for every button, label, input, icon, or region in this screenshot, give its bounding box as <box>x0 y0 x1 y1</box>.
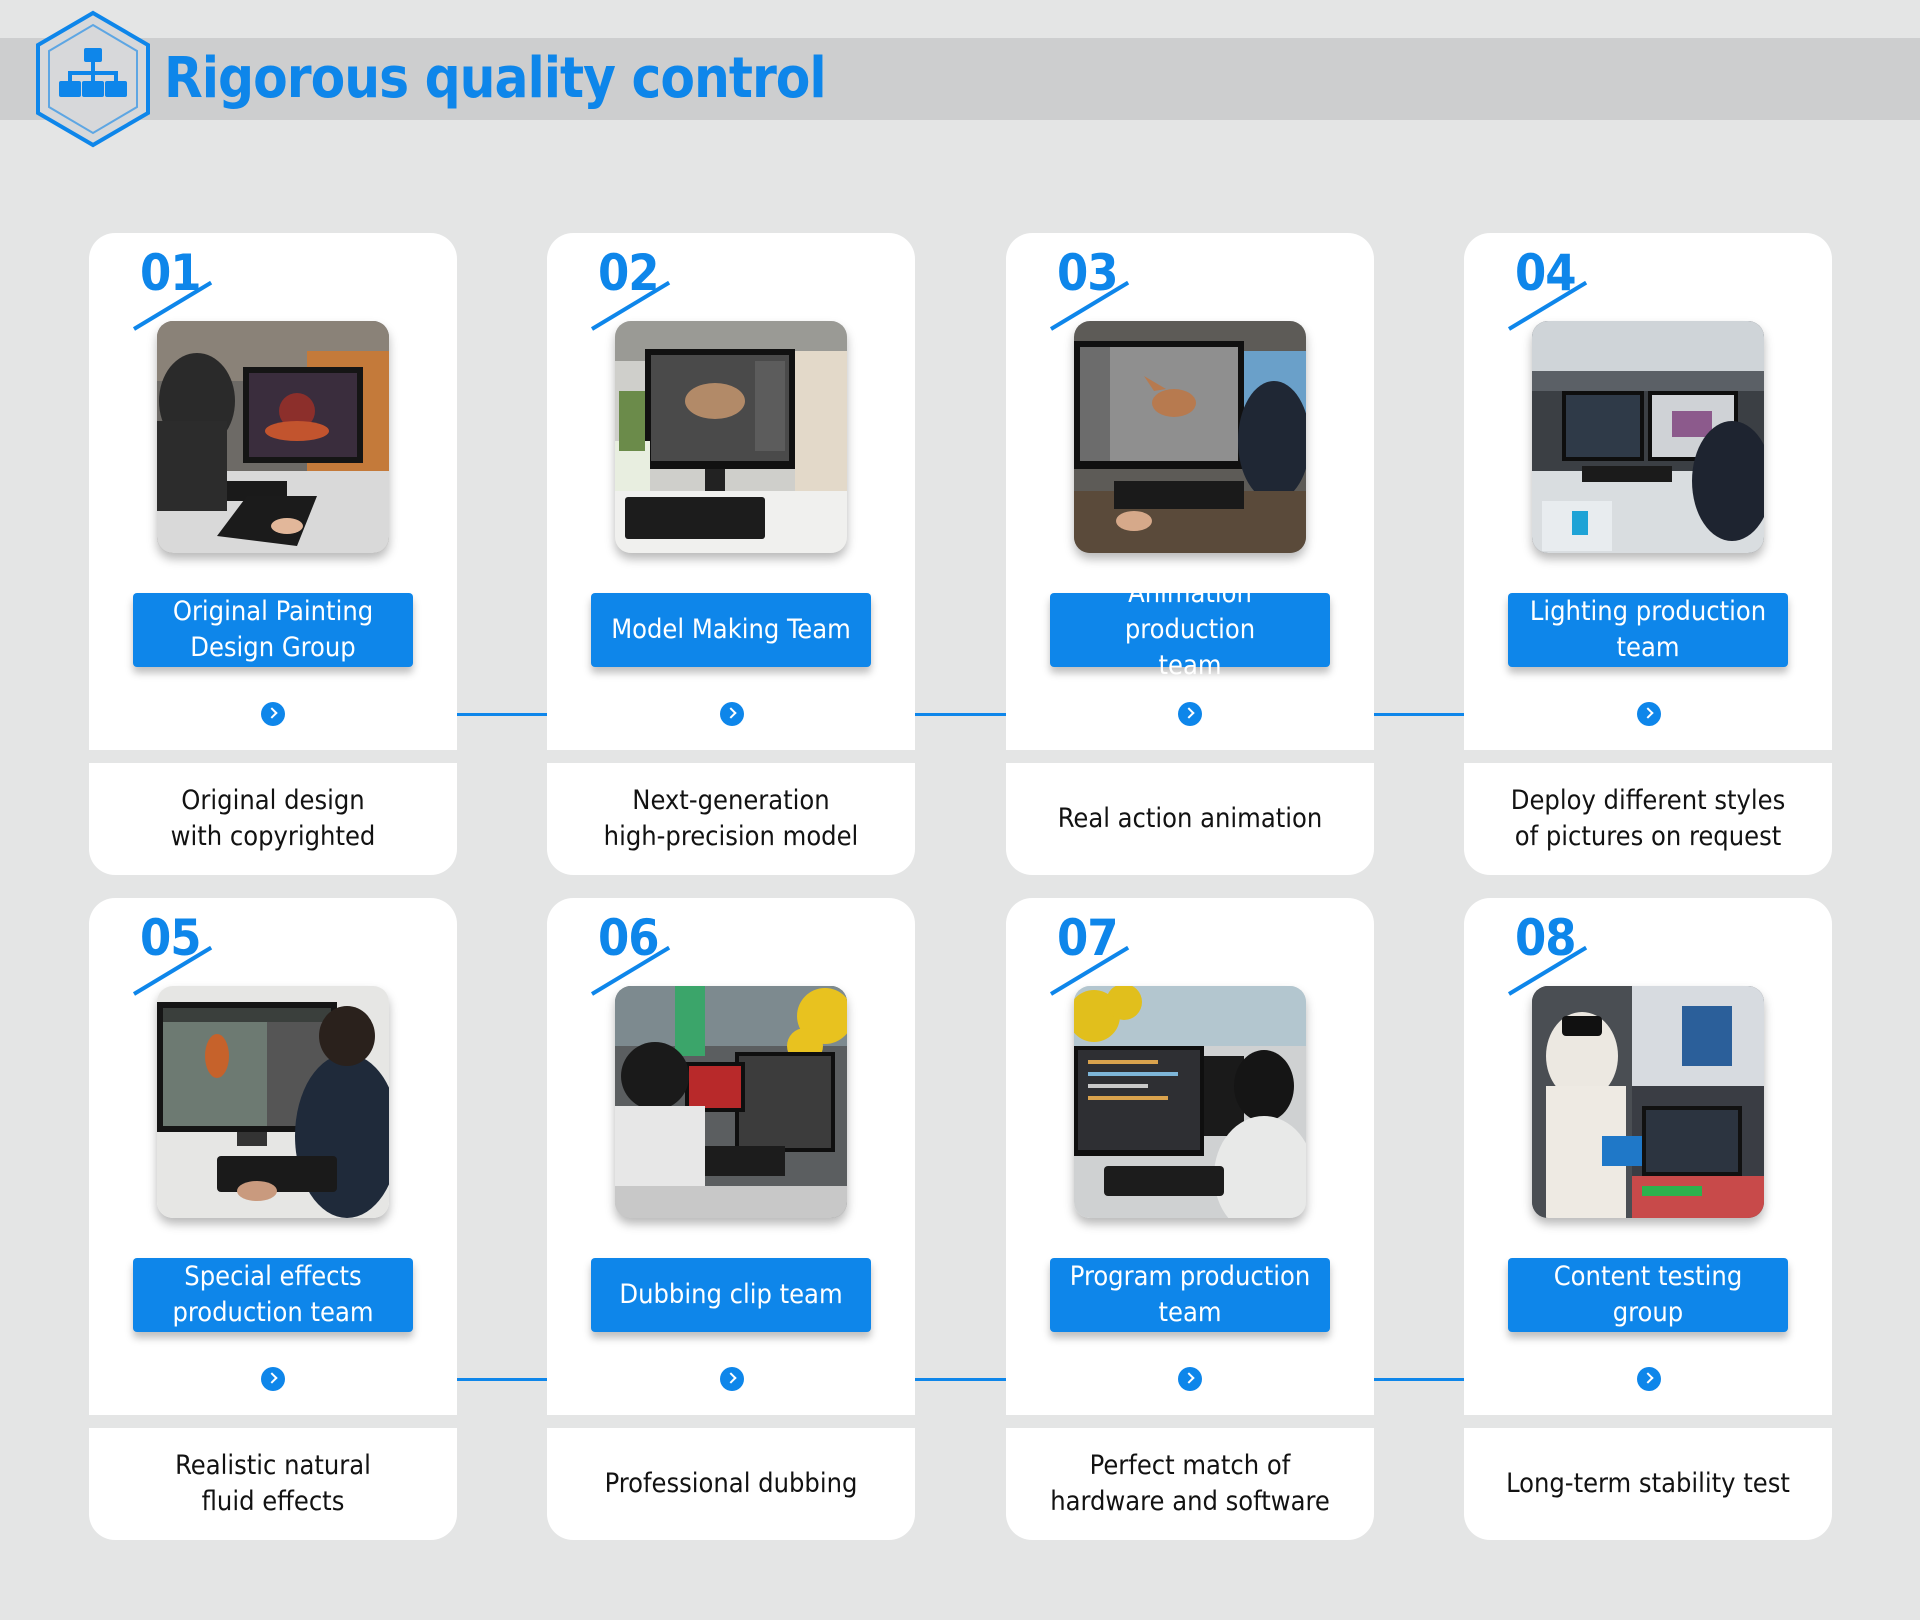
steps-row-1: 01 Original Painting Design Group Origin <box>0 233 1920 875</box>
team-label-button[interactable]: Content testing group <box>1508 1258 1788 1332</box>
dinosaur-animation-monitor-photo <box>1074 321 1306 553</box>
step-description-03: Real action animation <box>1006 763 1374 875</box>
effects-artist-monitor-photo <box>157 986 389 1218</box>
vr-headset-tester-photo <box>1532 986 1764 1218</box>
timeline-line <box>273 713 1649 716</box>
step-description-02: Next-generation high-precision model <box>547 763 915 875</box>
timeline-node <box>720 702 744 726</box>
step-card-02: 02 Model Making Team <box>547 233 915 750</box>
timeline-line <box>273 1378 1649 1381</box>
timeline-node <box>1637 702 1661 726</box>
editor-with-headphones-photo <box>615 986 847 1218</box>
step-card-01: 01 Original Painting Design Group <box>89 233 457 750</box>
step-card-03: 03 Animation production team <box>1006 233 1374 750</box>
3d-modeling-monitor-photo <box>615 321 847 553</box>
timeline-node <box>261 1367 285 1391</box>
org-chart-hexagon-icon <box>36 10 150 148</box>
team-label-button[interactable]: Original Painting Design Group <box>133 593 413 667</box>
step-card-08: 08 Content testing group <box>1464 898 1832 1415</box>
team-photo <box>615 321 847 553</box>
timeline-node <box>720 1367 744 1391</box>
step-card-04: 04 Lighting production team <box>1464 233 1832 750</box>
team-photo <box>1074 321 1306 553</box>
team-photo <box>157 986 389 1218</box>
step-card-05: 05 Special effects production team <box>89 898 457 1415</box>
team-photo <box>615 986 847 1218</box>
step-description-01: Original design with copyrighted <box>89 763 457 875</box>
step-card-07: 07 Program production team <box>1006 898 1374 1415</box>
office-dual-monitors-photo <box>1532 321 1764 553</box>
programmer-code-monitor-photo <box>1074 986 1306 1218</box>
team-label-button[interactable]: Program production team <box>1050 1258 1330 1332</box>
step-description-06: Professional dubbing <box>547 1428 915 1540</box>
page-title: Rigorous quality control <box>164 46 827 111</box>
team-label-button[interactable]: Lighting production team <box>1508 593 1788 667</box>
header-bar <box>0 38 1920 120</box>
steps-row-2: 05 Special effects production team Reali… <box>0 898 1920 1540</box>
step-description-04: Deploy different styles of pictures on r… <box>1464 763 1832 875</box>
team-label-button[interactable]: Animation production team <box>1050 578 1330 681</box>
team-photo <box>1074 986 1306 1218</box>
step-description-05: Realistic natural fluid effects <box>89 1428 457 1540</box>
timeline-node <box>1178 702 1202 726</box>
timeline-node <box>1178 1367 1202 1391</box>
team-photo <box>157 321 389 553</box>
team-label-button[interactable]: Special effects production team <box>133 1258 413 1332</box>
team-label-button[interactable]: Dubbing clip team <box>591 1258 871 1332</box>
team-photo <box>1532 321 1764 553</box>
artist-with-tablet-photo <box>157 321 389 553</box>
team-photo <box>1532 986 1764 1218</box>
team-label-button[interactable]: Model Making Team <box>591 593 871 667</box>
timeline-node <box>261 702 285 726</box>
step-description-07: Perfect match of hardware and software <box>1006 1428 1374 1540</box>
timeline-node <box>1637 1367 1661 1391</box>
step-description-08: Long-term stability test <box>1464 1428 1832 1540</box>
step-card-06: 06 Dubbing clip team <box>547 898 915 1415</box>
